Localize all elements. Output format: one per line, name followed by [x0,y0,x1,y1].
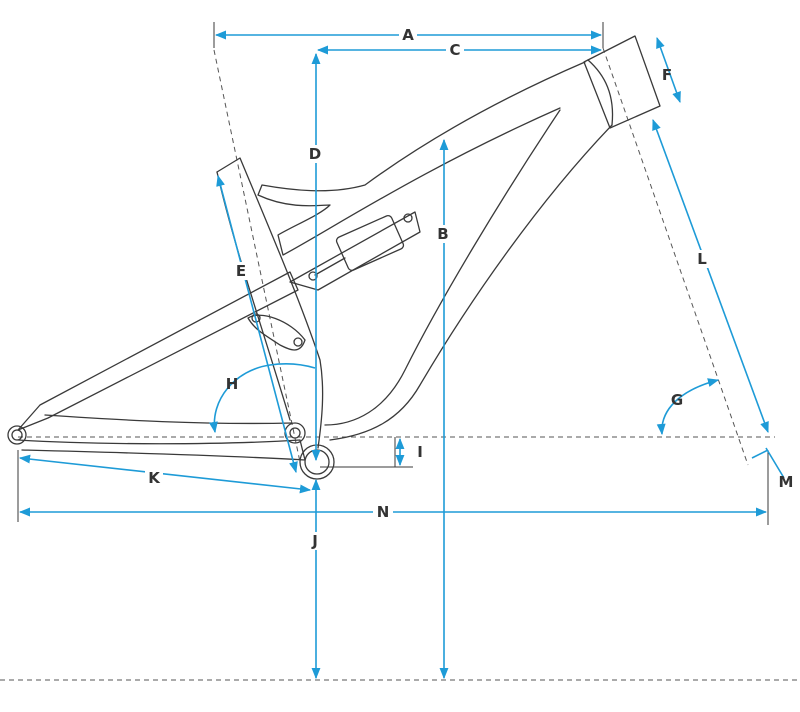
dimension-lines [18,30,785,680]
dim-m-line [751,447,785,479]
label-k: K [148,469,161,487]
dim-l-line [652,118,769,434]
label-a: A [402,26,414,44]
down-tube-upper [324,109,561,426]
label-l: L [697,250,707,268]
label-m: M [779,473,794,491]
rear-axle [11,429,23,441]
chain-stay-upper [44,414,293,425]
shock-shaft [314,257,346,276]
top-tube [257,61,586,256]
label-d: D [309,145,321,163]
label-g: G [671,391,683,409]
label-j: J [311,532,318,550]
main-pivot-inner [289,427,301,439]
seat-tube-axis [213,49,301,463]
label-c: C [449,41,460,59]
dim-g-arc [656,378,720,436]
dim-k-line [18,454,312,494]
label-e: E [236,262,246,280]
down-tube-lower [329,124,613,441]
shock-mount [403,213,413,223]
rear-shock [335,214,405,272]
bike-frame [7,35,661,480]
label-f: F [662,66,672,84]
label-h: H [226,375,239,393]
dim-h-arc [209,362,316,434]
seat-stay [17,271,299,431]
bottom-bracket-inner [304,449,330,475]
rear-dropout [7,425,27,445]
label-n: N [377,503,390,521]
label-b: B [437,225,448,243]
chain-stay-lower [17,439,306,461]
dim-e-line [216,174,298,474]
head-tube-inner [587,59,614,126]
head-tube [583,35,661,129]
dimension-labels: A C D B E F L G H I K N J M [145,26,793,550]
reference-lines [0,22,800,681]
link-pivot-2 [293,337,303,347]
dim-f-line [656,36,681,104]
label-i: I [417,443,423,461]
rocker-link [289,211,421,291]
